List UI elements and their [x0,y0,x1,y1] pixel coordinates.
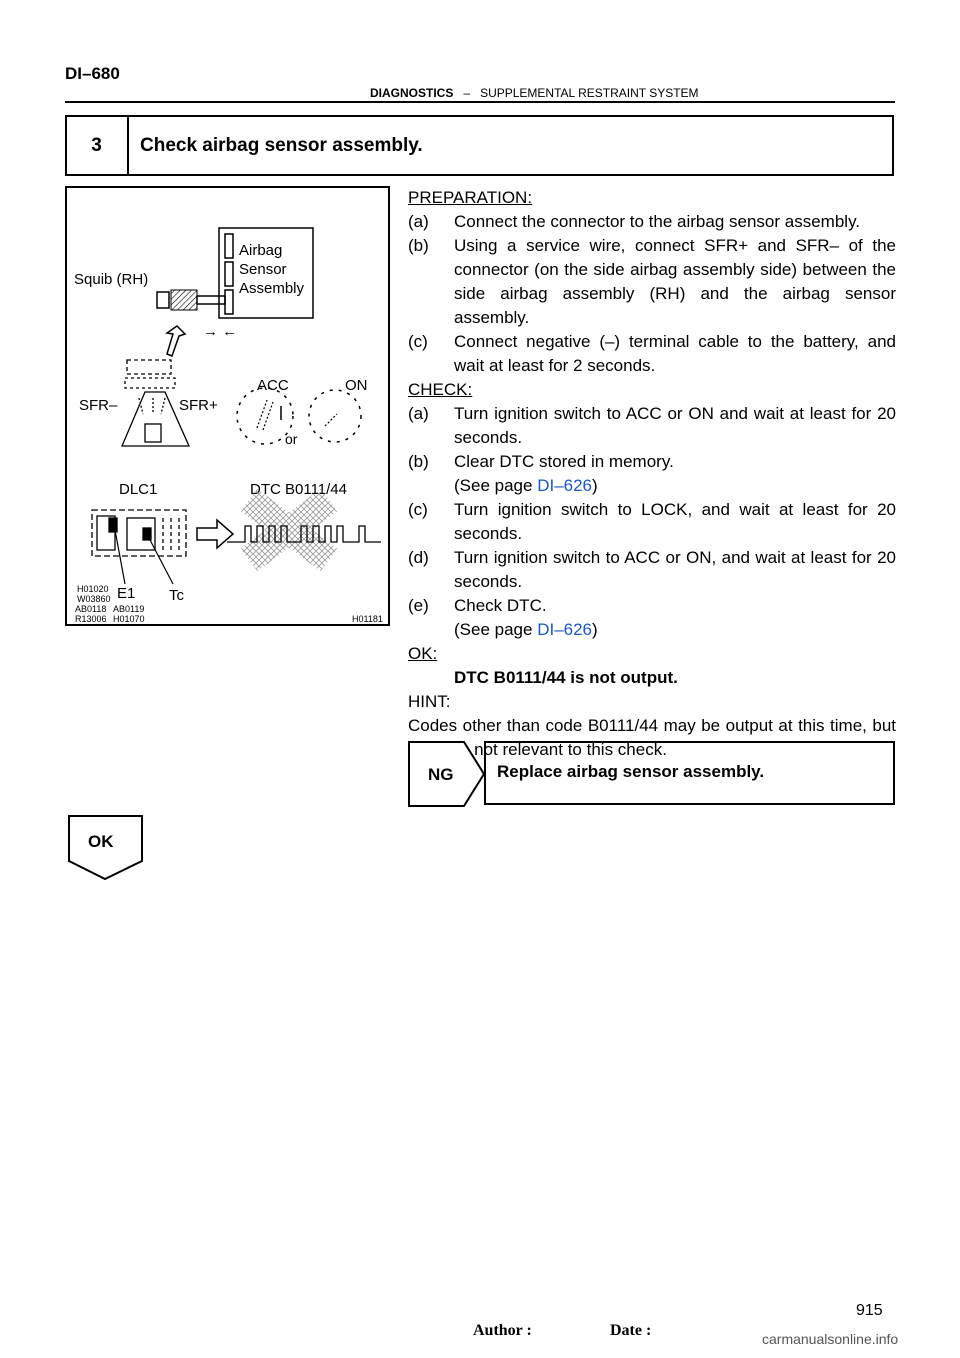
step-title: Check airbag sensor assembly. [140,135,423,156]
step-number: 3 [66,116,129,175]
e1-lead [114,529,126,585]
label-assembly: Assembly [239,280,305,297]
sensor-box [218,227,314,319]
on-dial [308,389,362,443]
label-tc: Tc [169,587,185,604]
diagram-svg: Airbag Sensor Assembly Squib (RH) → ← SF… [74,227,383,624]
label-dlc1: DLC1 [119,481,157,498]
code-5: R13006 [75,614,107,624]
check-e-ref: (See page DI–626) [454,620,598,639]
label-airbag: Airbag [239,242,282,259]
step-box [65,115,894,176]
watermark: carmanualsonline.info [762,1331,899,1347]
check-item-c: (c)Turn ignition switch to LOCK, and wai… [408,500,896,543]
label-sfr-plus: SFR+ [179,397,218,414]
dtc-waveform [227,488,381,572]
check-heading: CHECK: [408,380,473,399]
code-3: AB0118 [75,604,106,614]
ok-arrow-shape: OK [68,815,143,881]
ok-heading: OK: [408,644,438,663]
label-e1: E1 [117,585,135,602]
check-item-e: (e)Check DTC. [408,596,547,615]
figure-code: H01181 [352,614,383,624]
ok-text: DTC B0111/44 is not output. [454,668,678,687]
label-sensor: Sensor [239,261,287,278]
hint-heading: HINT: [408,692,451,711]
code-4: AB0119 [113,604,144,614]
label-on: ON [345,377,368,394]
squib-wire [196,295,226,305]
sensor-pin-2 [224,261,234,287]
sensor-pin-1 [224,233,234,259]
code-2: W03860 [77,594,111,604]
prep-item-b: (b)Using a service wire, connect SFR+ an… [408,236,896,327]
subsection-name: SUPPLEMENTAL RESTRAINT SYSTEM [480,86,699,100]
check-item-b: (b)Clear DTC stored in memory. [408,452,674,471]
footer-date: Date : [610,1322,652,1339]
label-acc: ACC [257,377,289,394]
prep-item-c: (c)Connect negative (–) terminal cable t… [408,332,896,375]
label-squib: Squib (RH) [74,271,148,288]
acc-key [256,399,268,429]
check-b-ref: (See page DI–626) [454,476,598,495]
procedure-text: PREPARATION: (a)Connect the connector to… [408,186,896,762]
ng-action-box [484,741,895,805]
sensor-pin-3 [224,289,234,315]
header-rule [65,101,895,103]
page-number: 915 [856,1302,883,1319]
ng-action-text: Replace airbag sensor assembly. [497,762,765,781]
header-section: DIAGNOSTICS – SUPPLEMENTAL RESTRAINT SYS… [370,86,699,100]
ng-arrow-shape: NG [408,741,486,807]
page-link-b[interactable]: DI–626 [537,476,593,495]
preparation-heading: PREPARATION: [408,188,533,207]
label-or: or [285,431,298,447]
page-id: DI–680 [65,64,120,83]
pointer-arrow [165,325,187,357]
label-arrows: → ← [203,323,237,340]
check-item-a: (a)Turn ignition switch to ACC or ON and… [408,404,896,447]
header-separator: – [463,86,471,100]
squib-connector [170,289,198,311]
footer-author: Author : [473,1322,532,1339]
tc-lead [148,537,174,585]
page-link-e[interactable]: DI–626 [537,620,593,639]
label-sfr-minus: SFR– [79,397,118,414]
squib-plug [156,291,170,309]
ok-label: OK [88,832,114,851]
acc-dial [236,387,294,445]
dlc1-connector [91,509,187,557]
code-1: H01020 [77,584,109,594]
prep-item-a: (a)Connect the connector to the airbag s… [408,212,861,231]
ng-label: NG [428,765,454,784]
output-arrow [196,518,235,550]
check-item-d: (d)Turn ignition switch to ACC or ON, an… [408,548,896,591]
section-name: DIAGNOSTICS [370,86,454,100]
sfr-connector [121,359,191,447]
diagram-figure: Airbag Sensor Assembly Squib (RH) → ← SF… [65,186,390,626]
code-6: H01070 [113,614,145,624]
on-key [324,413,338,427]
